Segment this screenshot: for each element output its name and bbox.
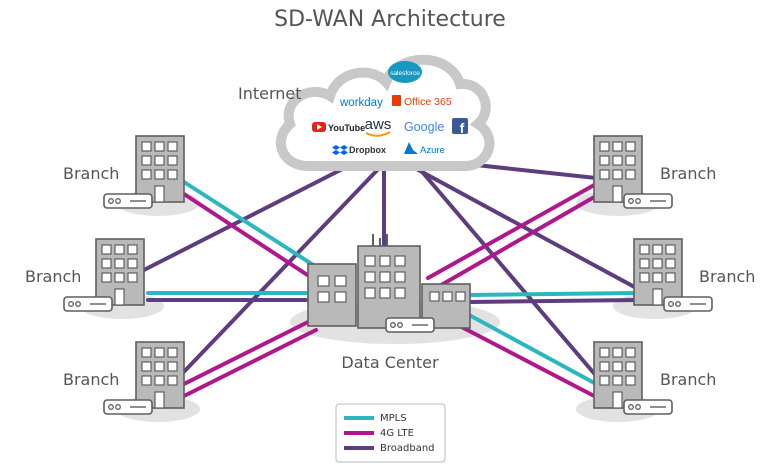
dropbox-icon (332, 145, 348, 155)
facebook-logo: f (452, 118, 468, 136)
internet-label: Internet (238, 84, 302, 103)
branch-label: Branch (63, 164, 119, 183)
diagram-title: SD-WAN Architecture (274, 7, 506, 32)
datacenter-main-building (357, 245, 421, 329)
lte-line (182, 318, 314, 386)
office365-logo: Office 365 (392, 95, 452, 108)
salesforce-logo: salesforce (388, 61, 422, 83)
branch-label: Branch (63, 370, 119, 389)
mpls-line (458, 308, 600, 387)
dropbox-label: Dropbox (349, 145, 386, 155)
broadband-line (138, 158, 362, 274)
branch-router-icon (623, 193, 673, 209)
lte-line (426, 182, 598, 280)
aws-logo: aws (365, 116, 392, 137)
branch-building-icon (633, 238, 683, 306)
azure-logo: Azure (404, 142, 445, 156)
azure-label: Azure (420, 145, 445, 156)
aws-smile-icon (365, 131, 391, 137)
legend-label-mpls: MPLS (380, 413, 407, 424)
aws-label: aws (365, 116, 392, 133)
branch-bottom-right: Branch (593, 341, 716, 415)
branch-router-icon (623, 399, 673, 415)
branch-router-icon (63, 296, 113, 312)
data-center-label: Data Center (341, 353, 439, 372)
branch-router-icon (663, 296, 713, 312)
branch-building-icon (95, 238, 145, 306)
google-logo: Google (404, 120, 444, 134)
mpls-line (182, 180, 320, 270)
office365-label: Office 365 (404, 96, 452, 108)
branch-top-right: Branch (593, 135, 716, 209)
salesforce-label: salesforce (390, 70, 420, 77)
facebook-label: f (460, 120, 465, 136)
branch-label: Branch (25, 267, 81, 286)
dropbox-logo: Dropbox (332, 145, 386, 155)
branch-building-icon (135, 341, 185, 409)
branch-middle-left: Branch (25, 238, 145, 312)
salesforce-icon (388, 61, 422, 83)
youtube-logo: YouTube (312, 122, 365, 133)
lte-line (450, 320, 600, 400)
workday-logo: workday (339, 97, 383, 109)
branch-label: Branch (699, 267, 755, 286)
legend: MPLS 4G LTE Broadband (335, 403, 446, 463)
lte-line (434, 194, 598, 290)
mpls-line (468, 291, 638, 297)
branch-middle-right: Branch (633, 238, 755, 312)
office365-icon (392, 95, 401, 106)
connections (138, 158, 642, 400)
azure-icon (404, 142, 418, 154)
branch-building-icon (593, 135, 643, 203)
datacenter-router-icon (385, 317, 435, 333)
broadband-line (176, 160, 387, 380)
internet-cloud (275, 54, 495, 172)
branch-label: Branch (660, 164, 716, 183)
broadband-line (468, 298, 638, 304)
datacenter-left-building (307, 263, 357, 327)
branch-bottom-left: Branch (63, 341, 185, 415)
legend-label-broadband: Broadband (380, 443, 435, 454)
lte-line (182, 328, 318, 398)
branch-building-icon (135, 135, 185, 203)
branch-label: Branch (660, 370, 716, 389)
broadband-line (410, 158, 600, 380)
branch-router-icon (103, 399, 153, 415)
branch-top-left: Branch (63, 135, 185, 209)
datacenter-antenna-icon (372, 234, 388, 246)
data-center (307, 234, 471, 333)
facebook-icon (452, 118, 468, 134)
legend-label-lte: 4G LTE (380, 428, 414, 439)
branch-router-icon (103, 193, 153, 209)
lte-line (182, 192, 314, 280)
youtube-label: YouTube (328, 123, 365, 133)
branch-building-icon (593, 341, 643, 409)
